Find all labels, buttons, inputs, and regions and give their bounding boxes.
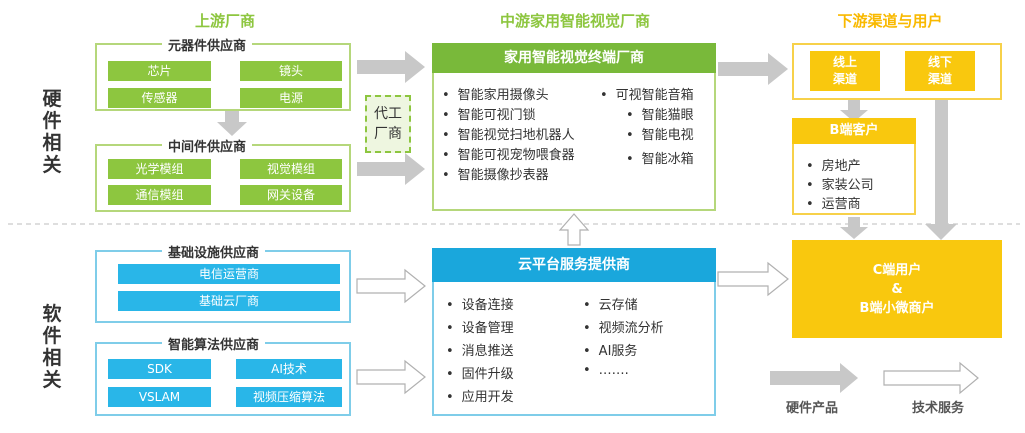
legend-tech-arrow	[883, 361, 979, 395]
hardware-side-label: 硬 件 相 关	[42, 88, 62, 176]
cloud-title: 云平台服务提供商	[432, 248, 716, 282]
arrow-terminal-to-channel	[718, 53, 788, 85]
downstream-title: 下游渠道与用户	[837, 12, 943, 30]
terminal-title: 家用智能视觉终端厂商	[432, 43, 716, 73]
algo-vslam: VSLAM	[108, 387, 211, 407]
component-power: 电源	[240, 88, 342, 108]
arrow-bclient-to-cuser	[840, 217, 868, 239]
intermediate-optical-module: 光学模组	[108, 159, 211, 179]
arrow-algo-to-cloud	[356, 359, 426, 395]
infrastructure-supplier-title: 基础设施供应商	[162, 242, 266, 261]
intermediate-gateway: 网关设备	[240, 185, 342, 205]
arrow-components-to-terminal	[357, 51, 425, 83]
cloud-item: 固件升级	[446, 363, 514, 382]
terminal-item: 智能电视	[626, 124, 694, 143]
arrow-offline-to-cuser	[925, 100, 957, 240]
arrow-components-to-intermediate	[217, 111, 247, 136]
infra-cloud: 基础云厂商	[118, 291, 340, 311]
algo-video-compression: 视频压缩算法	[236, 387, 342, 407]
upstream-title: 上游厂商	[194, 12, 255, 30]
cloud-item: 设备连接	[446, 294, 514, 313]
component-sensor: 传感器	[108, 88, 211, 108]
terminal-item: 智能可视宠物喂食器	[442, 144, 575, 163]
terminal-item: 智能猫眼	[626, 104, 694, 123]
cloud-item: 设备管理	[446, 317, 514, 336]
terminal-item: 智能视觉扫地机器人	[442, 124, 575, 143]
arrow-cloud-to-cuser	[717, 261, 789, 297]
cloud-item: 应用开发	[446, 386, 514, 405]
bclient-item: 运营商	[806, 193, 861, 212]
cloud-item: 消息推送	[446, 340, 514, 359]
cloud-item: AI服务	[583, 340, 638, 359]
cloud-item: 云存储	[583, 294, 638, 313]
infra-telecom: 电信运营商	[118, 264, 340, 284]
software-side-label: 软 件 相 关	[42, 303, 62, 391]
oem-box: 代工 厂商	[365, 95, 411, 153]
midstream-title: 中游家用智能视觉厂商	[499, 12, 650, 30]
terminal-item: 可视智能音箱	[600, 84, 694, 103]
offline-channel: 线下 渠道	[905, 51, 975, 91]
bclient-title: B端客户	[792, 118, 916, 144]
terminal-item: 智能家用摄像头	[442, 84, 549, 103]
algo-ai: AI技术	[236, 359, 342, 379]
arrow-cloud-to-terminal	[558, 213, 590, 246]
terminal-item: 智能冰箱	[626, 148, 694, 167]
legend-hardware-arrow	[770, 363, 858, 393]
intermediate-vision-module: 视觉模组	[240, 159, 342, 179]
cloud-item: …….	[583, 363, 629, 378]
legend-hardware-label: 硬件产品	[786, 401, 839, 416]
bclient-item: 房地产	[806, 155, 861, 174]
arrow-online-to-bclient	[840, 100, 868, 122]
components-supplier-title: 元器件供应商	[162, 35, 253, 54]
cuser-box: C端用户 & B端小微商户	[792, 240, 1002, 338]
legend-tech-label: 技术服务	[912, 401, 965, 416]
terminal-item: 智能可视门锁	[442, 104, 536, 123]
arrow-intermediate-to-terminal	[357, 153, 425, 185]
cloud-item: 视频流分析	[583, 317, 664, 336]
online-channel: 线上 渠道	[810, 51, 880, 91]
intermediate-supplier-title: 中间件供应商	[162, 136, 253, 155]
terminal-item: 智能摄像抄表器	[442, 164, 549, 183]
intermediate-comm-module: 通信模组	[108, 185, 211, 205]
algorithm-supplier-title: 智能算法供应商	[162, 334, 266, 353]
algo-sdk: SDK	[108, 359, 211, 379]
component-chip: 芯片	[108, 61, 211, 81]
component-lens: 镜头	[240, 61, 342, 81]
bclient-item: 家装公司	[806, 174, 874, 193]
arrow-infra-to-cloud	[356, 268, 426, 304]
